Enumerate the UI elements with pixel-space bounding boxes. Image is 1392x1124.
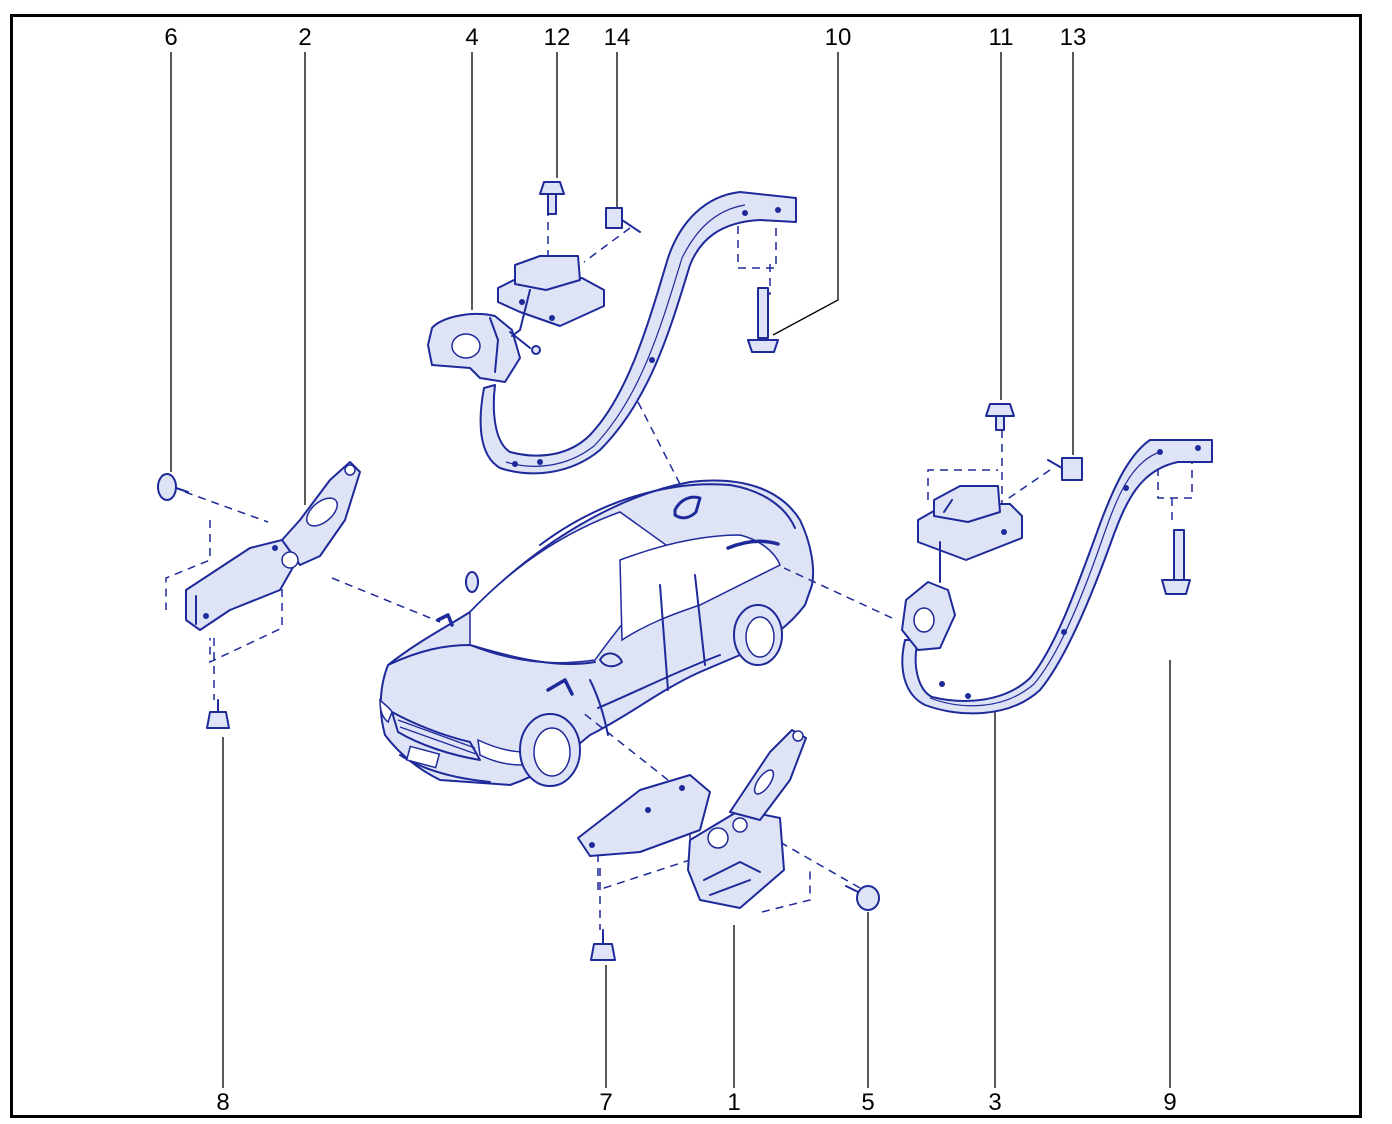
callout-9: 9 [1163,1089,1176,1116]
callout-labels: 6 2 4 12 14 10 11 13 8 7 1 5 3 9 [164,24,1176,1116]
callout-11: 11 [989,24,1014,51]
pin-14 [605,207,641,233]
bolt-6 [157,473,189,501]
diagram-frame [10,14,1362,1118]
bolt-5 [845,885,880,911]
leader-lines [170,52,1171,1088]
bolt-8 [206,699,230,729]
callout-10: 10 [825,24,852,51]
part-4-hinge-retractor [427,312,541,383]
callout-7: 7 [599,1089,612,1116]
pin-13 [1047,457,1083,481]
side-windows [619,534,781,642]
callout-6: 6 [164,24,177,51]
callout-2: 2 [298,24,311,51]
part-1-lower-hinge [577,729,807,909]
bolt-12 [539,181,565,215]
callout-4: 4 [465,24,478,51]
callout-3: 3 [988,1089,1001,1116]
front-bracket-plate [497,255,605,337]
callout-13: 13 [1060,24,1087,51]
bolt-7 [590,929,616,961]
callout-1: 1 [727,1089,740,1116]
assembly-lines [165,208,1193,930]
car-body [379,479,815,787]
bolt-10 [747,287,779,353]
bolt-11 [985,403,1015,431]
callout-12: 12 [544,24,571,51]
callout-14: 14 [604,24,631,51]
leader-10 [772,52,839,336]
callout-8: 8 [216,1089,229,1116]
right-retractor [901,485,1023,651]
part-10-front-track [479,191,797,475]
bolt-9 [1161,529,1191,595]
callout-5: 5 [861,1089,874,1116]
part-2-left-hinge [185,461,361,631]
part-3-rear-track [901,439,1213,715]
